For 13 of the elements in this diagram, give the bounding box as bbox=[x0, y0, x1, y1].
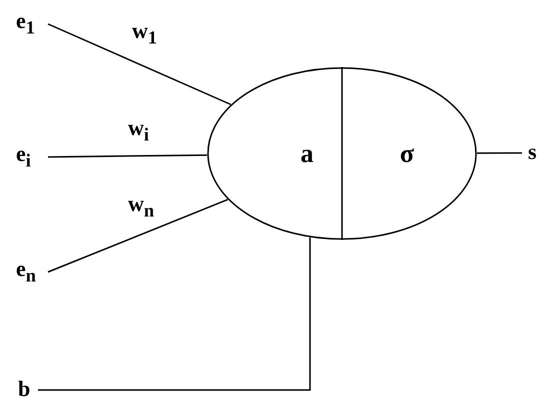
signal-label: e$_{i}$ bbox=[16, 143, 31, 170]
connector-line bbox=[48, 198, 228, 273]
neuron-symbol: a bbox=[300, 141, 314, 167]
connector-line bbox=[38, 238, 311, 391]
signal-label: s bbox=[528, 141, 537, 163]
signal-label: b bbox=[18, 378, 30, 400]
neuron-symbol: σ bbox=[400, 141, 414, 167]
connector-line bbox=[48, 154, 207, 158]
connector-line bbox=[48, 23, 232, 106]
signal-label: e$_{1}$ bbox=[16, 10, 35, 37]
signal-label: e$_{n}$ bbox=[16, 258, 36, 285]
neuron-ellipse bbox=[207, 67, 477, 240]
connector-line bbox=[477, 152, 522, 154]
